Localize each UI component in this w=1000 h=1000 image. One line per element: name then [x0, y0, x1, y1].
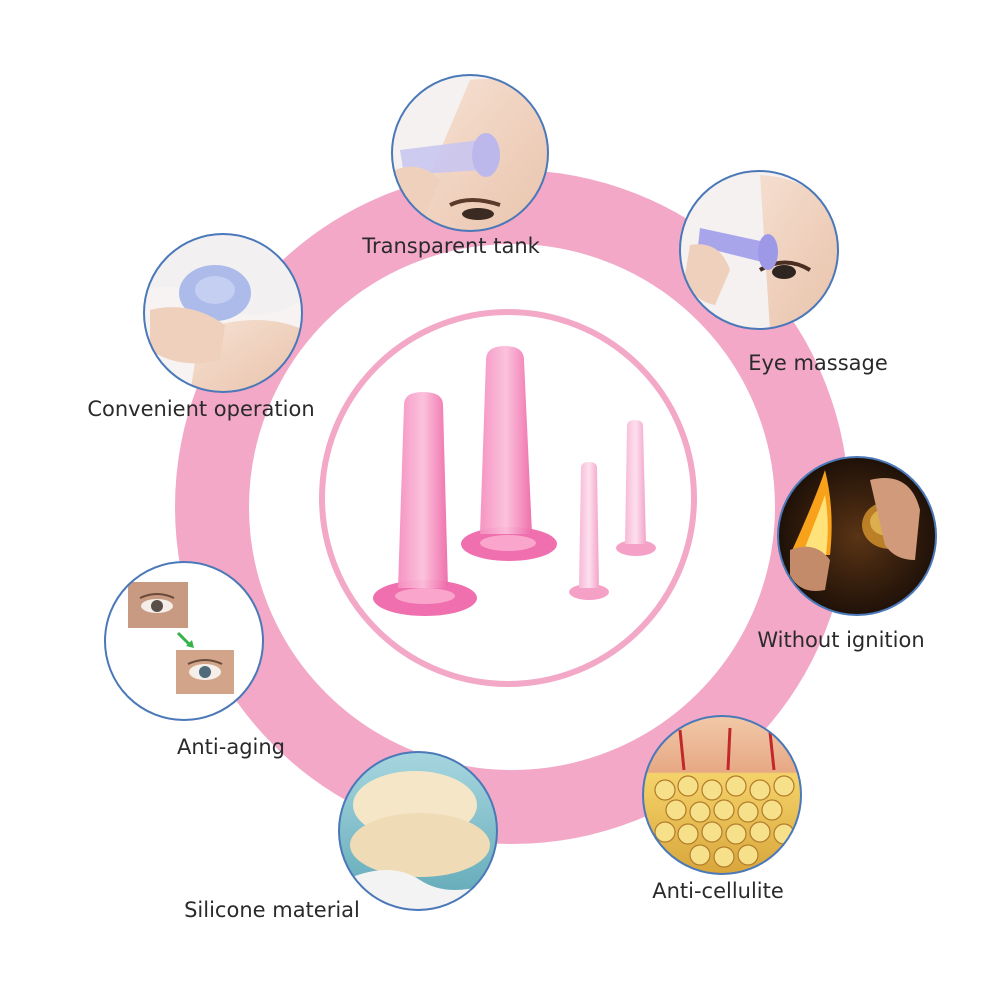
label-without-ignition: Without ignition: [757, 628, 925, 652]
label-anti-aging: Anti-aging: [177, 735, 285, 759]
fire-cup-photo: [777, 456, 937, 616]
label-convenient-operation: Convenient operation: [87, 397, 315, 421]
label-eye-massage: Eye massage: [748, 351, 888, 375]
face-forehead-cup-photo: [391, 74, 549, 232]
arm-cup-photo: [143, 233, 303, 393]
label-anti-cellulite: Anti-cellulite: [652, 879, 784, 903]
inner-pink-ring: [319, 309, 697, 687]
skin-layers-photo: [642, 715, 802, 875]
eye-before-after-photo: [104, 561, 264, 721]
label-silicone-material: Silicone material: [184, 898, 360, 922]
label-transparent-tank: Transparent tank: [362, 234, 540, 258]
silicone-pad-photo: [338, 751, 498, 911]
eye-cup-photo: [679, 170, 839, 330]
silicone-cups-set-photo: [373, 346, 656, 616]
